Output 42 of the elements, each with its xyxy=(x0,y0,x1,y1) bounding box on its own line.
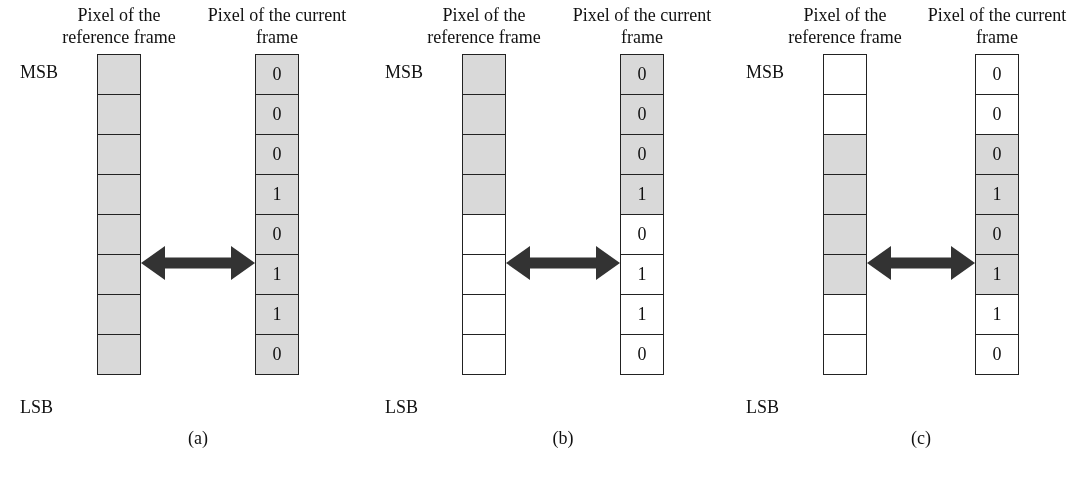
bit-cell: 0 xyxy=(255,334,299,375)
column-heading: Pixel of the reference frame xyxy=(787,4,903,49)
column-heading: Pixel of the reference frame xyxy=(61,4,177,49)
bit-order-label: MSB xyxy=(746,62,785,83)
bit-order-label: LSB xyxy=(20,397,53,418)
column-heading: Pixel of the current frame xyxy=(927,4,1067,49)
bit-cell: 0 xyxy=(255,54,299,95)
bit-cell: 1 xyxy=(255,294,299,335)
panel-caption: (a) xyxy=(188,428,208,449)
bit-cell: 1 xyxy=(975,294,1019,335)
double-arrow xyxy=(867,246,975,280)
bit-order-label: LSB xyxy=(746,397,779,418)
bit-cell: 1 xyxy=(975,254,1019,295)
bit-cell: 0 xyxy=(975,54,1019,95)
bit-cell: 1 xyxy=(975,174,1019,215)
bit-cell: 1 xyxy=(255,254,299,295)
column-heading: Pixel of the current frame xyxy=(207,4,347,49)
bit-cell: 1 xyxy=(255,174,299,215)
bit-cell: 0 xyxy=(255,94,299,135)
bit-cell: 0 xyxy=(620,334,664,375)
bit-cell: 1 xyxy=(620,294,664,335)
bit-order-label: MSB xyxy=(385,62,424,83)
bit-cell: 0 xyxy=(975,334,1019,375)
panel-caption: (c) xyxy=(911,428,931,449)
bit-cell: 1 xyxy=(620,254,664,295)
bit-cell: 0 xyxy=(620,214,664,255)
bit-cell: 0 xyxy=(975,94,1019,135)
panel-caption: (b) xyxy=(552,428,574,449)
double-arrow xyxy=(506,246,620,280)
column-heading: Pixel of the current frame xyxy=(572,4,712,49)
bit-cell: 0 xyxy=(620,134,664,175)
bit-cell: 0 xyxy=(620,94,664,135)
double-arrow xyxy=(141,246,255,280)
bit-order-label: MSB xyxy=(20,62,59,83)
bit-cell: 0 xyxy=(620,54,664,95)
bit-cell: 0 xyxy=(975,214,1019,255)
column-heading: Pixel of the reference frame xyxy=(426,4,542,49)
bit-cell: 0 xyxy=(255,214,299,255)
bit-cell: 0 xyxy=(975,134,1019,175)
bit-cell: 1 xyxy=(620,174,664,215)
bit-order-label: LSB xyxy=(385,397,418,418)
bit-cell: 0 xyxy=(255,134,299,175)
